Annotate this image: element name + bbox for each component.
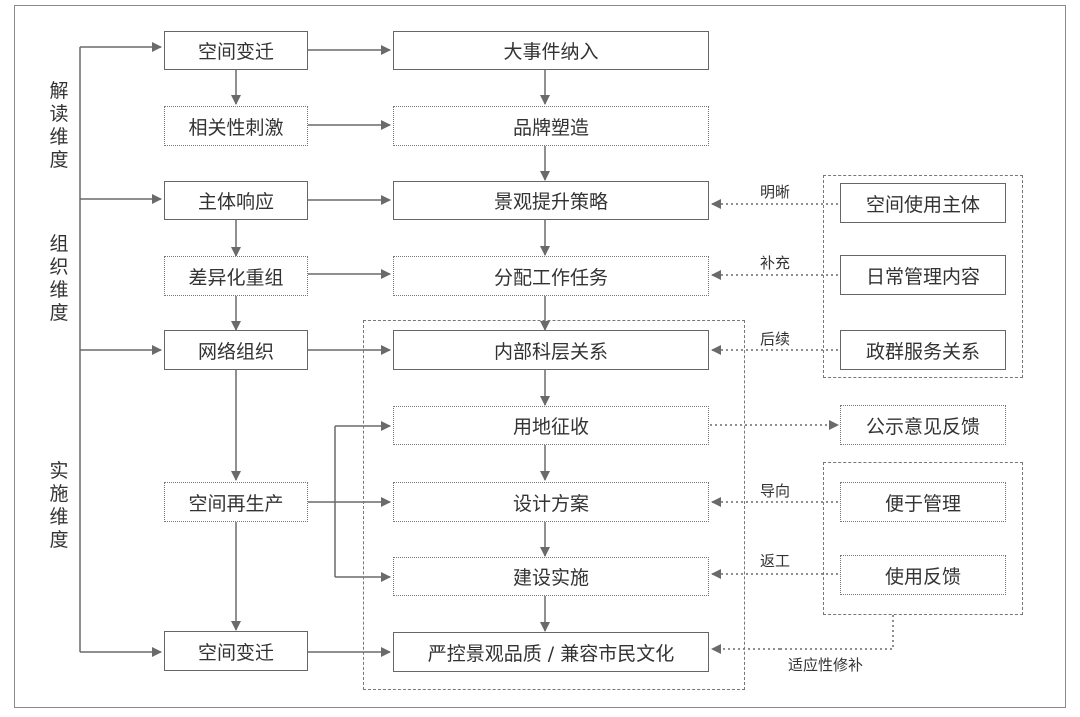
side-label-organize: 组织维度	[49, 233, 69, 324]
node-public-feedback: 公示意见反馈	[840, 405, 1006, 445]
node-relevance-stimulus: 相关性刺激	[164, 106, 308, 146]
node-quality-control: 严控景观品质 / 兼容市民文化	[393, 632, 709, 672]
note-clarify: 明晰	[760, 183, 791, 201]
side-label-interpret: 解读维度	[49, 80, 69, 171]
note-follow-up: 后续	[760, 330, 791, 348]
node-daily-content: 日常管理内容	[840, 255, 1006, 295]
node-major-event: 大事件纳入	[393, 31, 709, 70]
node-assign-tasks: 分配工作任务	[393, 256, 709, 296]
node-gov-relations: 政群服务关系	[840, 330, 1006, 370]
node-space-change-top: 空间变迁	[164, 31, 308, 70]
node-internal-relations: 内部科层关系	[393, 330, 709, 370]
stakeholder-group	[823, 175, 1023, 378]
node-brand-building: 品牌塑造	[393, 106, 709, 146]
node-landscape-strategy: 景观提升策略	[393, 181, 709, 220]
internal-process-group	[363, 320, 745, 690]
node-land-acquisition: 用地征收	[393, 406, 709, 445]
node-easy-manage: 便于管理	[840, 482, 1006, 522]
note-guide: 导向	[760, 482, 791, 500]
node-design-scheme: 设计方案	[393, 482, 709, 522]
node-diff-reorganize: 差异化重组	[164, 256, 308, 296]
note-adaptive-repair: 适应性修补	[788, 656, 864, 674]
note-rework: 返工	[760, 552, 791, 570]
node-space-change-bottom: 空间变迁	[164, 631, 308, 671]
node-subject-response: 主体响应	[164, 181, 308, 220]
node-construction: 建设实施	[393, 557, 709, 596]
note-supplement: 补充	[760, 254, 791, 272]
node-network-org: 网络组织	[164, 330, 308, 370]
side-label-implement: 实施维度	[49, 460, 69, 551]
diagram-frame	[14, 5, 1066, 708]
feedback-group	[823, 462, 1023, 615]
node-use-feedback: 使用反馈	[840, 555, 1006, 595]
node-space-reproduce: 空间再生产	[164, 482, 308, 522]
node-space-users: 空间使用主体	[840, 183, 1006, 223]
